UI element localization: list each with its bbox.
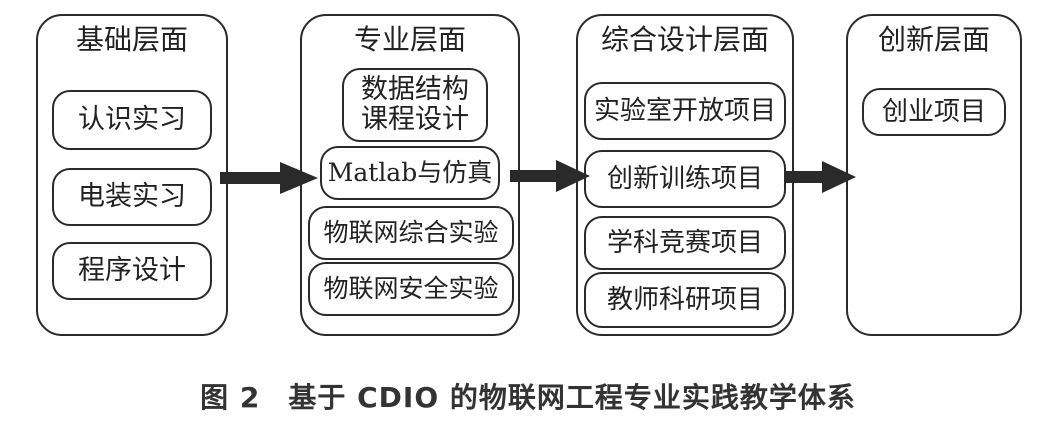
foundation-item-programming: 程序设计	[52, 242, 212, 300]
innovation-item-entrepreneurship: 创业项目	[862, 88, 1006, 136]
comprehensive-title: 综合设计层面	[600, 23, 769, 56]
foundation-column: 基础层面 认识实习 电装实习 程序设计	[36, 14, 228, 336]
comprehensive-item-discipline-competition: 学科竞赛项目	[584, 216, 786, 270]
foundation-title: 基础层面	[75, 23, 188, 56]
professional-title: 专业层面	[353, 23, 466, 56]
innovation-column: 创新层面 创业项目	[846, 14, 1022, 336]
figure-number: 图 2	[200, 381, 261, 414]
professional-item-iot-comprehensive-lab: 物联网综合实验	[308, 206, 514, 260]
professional-item-data-structures: 数据结构 课程设计	[342, 68, 488, 142]
figure-caption: 图 2 基于 CDIO 的物联网工程专业实践教学体系	[0, 376, 1056, 416]
arrow-professional-to-comprehensive	[510, 160, 590, 192]
comprehensive-item-faculty-research: 教师科研项目	[584, 272, 786, 328]
professional-column: 专业层面 数据结构 课程设计 Matlab与仿真 物联网综合实验 物联网安全实验	[300, 14, 520, 336]
professional-item-matlab: Matlab与仿真	[320, 146, 500, 200]
comprehensive-item-innovation-training: 创新训练项目	[584, 150, 786, 208]
arrow-comprehensive-to-innovation	[786, 161, 856, 193]
comprehensive-column: 综合设计层面 实验室开放项目 创新训练项目 学科竞赛项目 教师科研项目	[576, 14, 794, 336]
professional-item-iot-security-lab: 物联网安全实验	[308, 262, 514, 316]
foundation-item-cognitive-internship: 认识实习	[52, 90, 212, 150]
figure-caption-text: 基于 CDIO 的物联网工程专业实践教学体系	[288, 381, 856, 414]
arrow-foundation-to-professional	[220, 162, 318, 194]
foundation-item-electronic-assembly: 电装实习	[52, 168, 212, 226]
innovation-title: 创新层面	[877, 23, 990, 56]
comprehensive-item-open-lab: 实验室开放项目	[584, 82, 786, 140]
